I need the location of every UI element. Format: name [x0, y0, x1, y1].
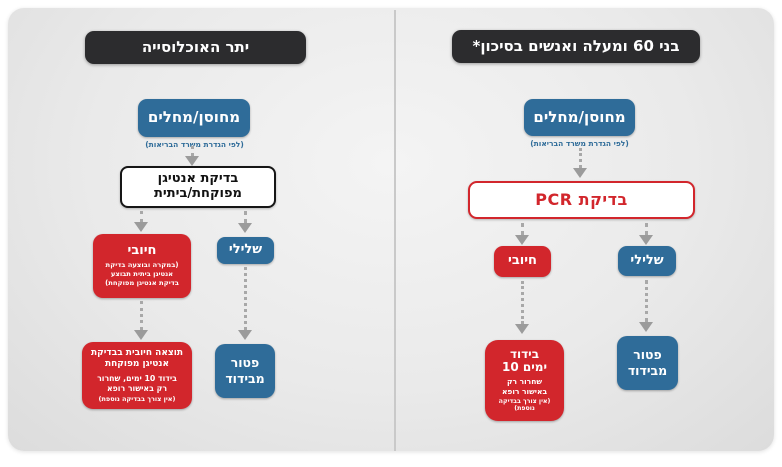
flow-arrow — [514, 223, 530, 245]
population-exempt-outcome-node: פטור מבידוד — [215, 344, 275, 398]
dotted-line — [520, 281, 524, 324]
dotted-line — [243, 211, 247, 223]
flow-arrow — [638, 223, 654, 245]
flow-arrow — [237, 211, 253, 233]
pcr-test-label: בדיקת PCR — [535, 189, 628, 209]
population-positive-result-node: תוצאה חיובית בבדיקת אנטיגן מפוקחת בידוד … — [82, 342, 192, 409]
dotted-line — [190, 146, 194, 156]
arrow-down-icon — [639, 322, 653, 332]
positive-result-body: בידוד 10 ימים, שחרור רק באישור רופא — [97, 373, 177, 393]
arrow-down-icon — [185, 156, 199, 166]
population-start-subtitle: (לפי הגדרת משרד הבריאות) — [145, 140, 244, 149]
population-negative-node: שלילי — [217, 237, 274, 264]
arrow-down-icon — [134, 222, 148, 232]
arrow-down-icon — [639, 235, 653, 245]
risk-group-header-label: בני 60 ומעלה ואנשים בסיכון* — [472, 36, 680, 55]
risk-positive-label: חיובי — [508, 253, 537, 269]
isolation-title: בידוד — [509, 346, 540, 361]
isolation-duration: 10 ימים — [502, 359, 547, 374]
risk-group-header: בני 60 ומעלה ואנשים בסיכון* — [452, 30, 700, 63]
risk-isolation-outcome-node: בידוד 10 ימים שחרור רק באישור רופא (אין … — [485, 340, 564, 421]
dotted-line — [644, 280, 648, 322]
flow-arrow — [133, 301, 149, 340]
positive-result-title: תוצאה חיובית בבדיקת אנטיגן מפוקחת — [90, 348, 184, 370]
risk-start-subtitle: (לפי הגדרת משרד הבריאות) — [530, 139, 629, 148]
risk-exempt-outcome-node: פטור מבידוד — [617, 336, 678, 390]
isolation-body: שחרור רק באישור רופא — [501, 377, 548, 396]
dotted-line — [578, 148, 582, 168]
arrow-down-icon — [515, 324, 529, 334]
vertical-divider — [394, 10, 396, 451]
dotted-line — [644, 223, 648, 235]
population-header-label: יתר האוכלוסייה — [141, 37, 250, 56]
flow-arrow — [133, 211, 149, 232]
flow-arrow — [572, 148, 588, 178]
dotted-line — [139, 211, 143, 222]
pcr-test-node: בדיקת PCR — [468, 181, 695, 219]
population-start-label: מחוסן/מחלים — [147, 108, 241, 127]
flow-arrow — [237, 267, 253, 340]
dotted-line — [139, 301, 143, 330]
arrow-down-icon — [238, 330, 252, 340]
arrow-down-icon — [573, 168, 587, 178]
population-negative-label: שלילי — [228, 242, 263, 258]
dotted-line — [243, 267, 247, 330]
population-header: יתר האוכלוסייה — [85, 31, 306, 64]
positive-result-note: (אין צורך בבדיקה נוספת) — [98, 394, 176, 403]
population-positive-label: חיובי — [127, 242, 157, 258]
population-positive-node: חיובי (במקרה ובוצעה בדיקת אנטיגן ביתית ת… — [93, 234, 191, 298]
risk-negative-node: שלילי — [618, 246, 676, 276]
risk-negative-label: שלילי — [630, 252, 664, 268]
risk-start-node: מחוסן/מחלים — [524, 99, 635, 136]
population-positive-note: (במקרה ובוצעה בדיקת אנטיגן ביתית תבוצע ב… — [105, 260, 179, 288]
arrow-down-icon — [238, 223, 252, 233]
risk-start-label: מחוסן/מחלים — [533, 107, 626, 126]
population-start-node: מחוסן/מחלים — [138, 99, 250, 137]
isolation-note: (אין צורך בבדיקה נוספת) — [498, 397, 551, 413]
dotted-line — [520, 223, 524, 235]
arrow-down-icon — [134, 330, 148, 340]
antigen-test-node: בדיקת אנטיגן מפוקחת/ביתית — [120, 166, 276, 208]
flow-arrow — [638, 280, 654, 332]
arrow-down-icon — [515, 235, 529, 245]
flow-arrow — [184, 146, 200, 166]
flow-arrow — [514, 281, 530, 334]
risk-positive-node: חיובי — [494, 246, 551, 277]
